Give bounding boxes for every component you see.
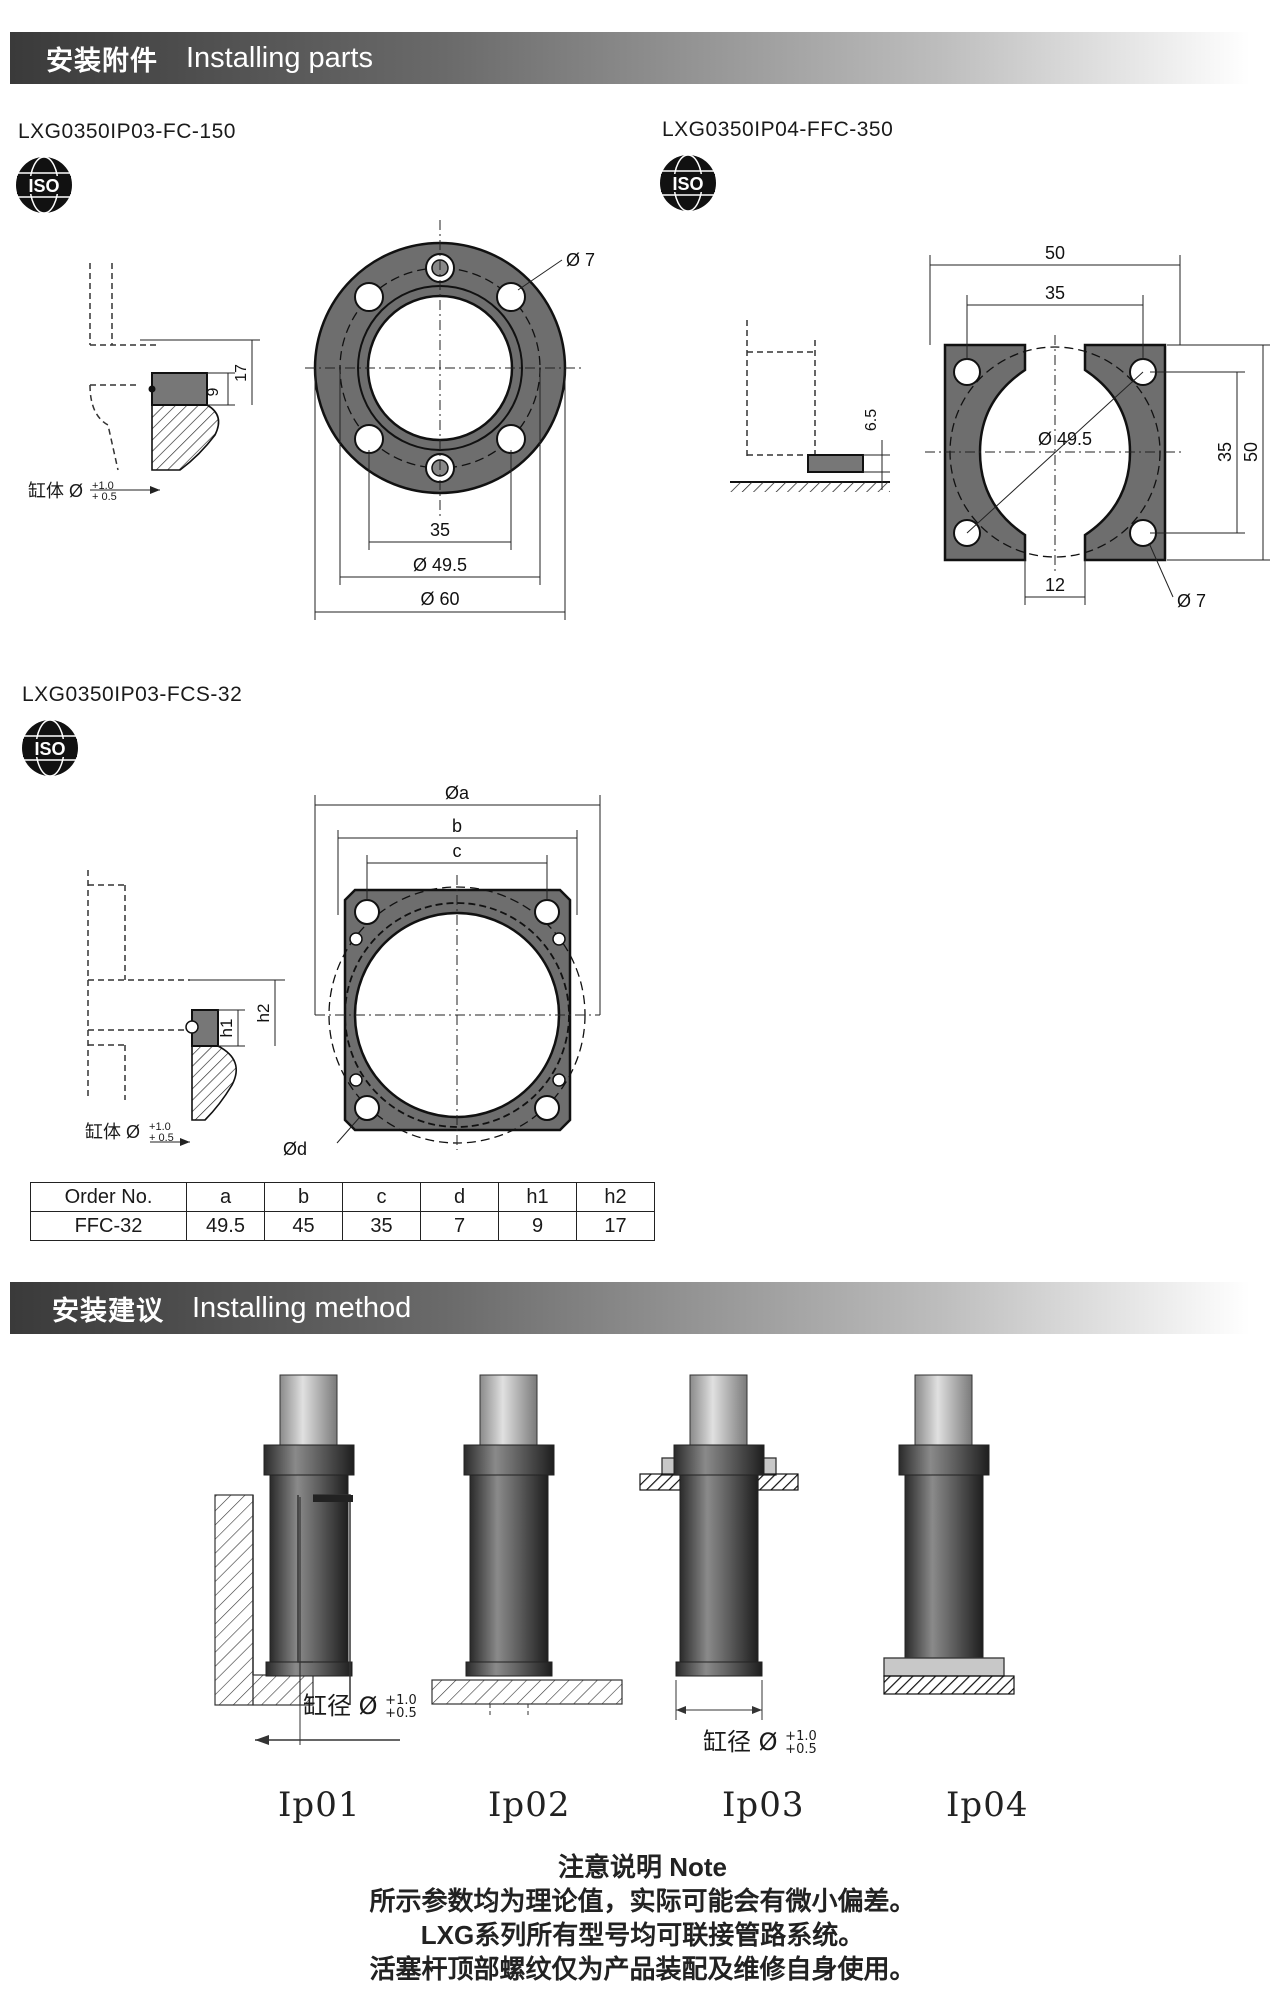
notes-title: 注意说明 Note [557,1852,727,1882]
bore-label-text: 缸体 Ø [28,481,84,501]
table-cell: 49.5 [186,1211,265,1241]
bore-label-text: 缸体 Ø [85,1122,141,1142]
part2-dim-h: 6.5 [863,409,880,431]
method-label-ip04: Ip04 [946,1785,1029,1825]
part1-dim-inner: 35 [430,520,450,540]
bore-label-text: 缸径 Ø [703,1728,778,1756]
part3-dim-d: Ød [283,1139,307,1159]
method-ip01-illustration [214,1374,355,1706]
notes-line: LXG系列所有型号均可联接管路系统。 [420,1920,865,1950]
part3-dim-h2: h2 [254,1004,273,1023]
method-ip03-illustration [639,1374,799,1720]
part3-dim-b: b [452,816,462,836]
iso-icon: ISO [660,154,716,212]
part2-dim-w-inner: 35 [1045,283,1065,303]
table-cell: 35 [342,1211,421,1241]
notes-block: 注意说明 Note 所示参数均为理论值，实际可能会有微小偏差。 LXG系列所有型… [0,1850,1285,1986]
part1-dim-pcd: Ø 49.5 [413,555,467,575]
part2-dim-w-outer: 50 [1045,243,1065,263]
part1-dim-h1: 9 [205,387,222,396]
tol-lower: +0.5 [385,1706,417,1721]
bore-label-text: 缸径 Ø [303,1692,378,1720]
part1-dim-h2: 17 [233,364,250,382]
part1-section-view: 9 17 [89,263,260,494]
table-cell: 17 [576,1211,655,1241]
part2-dim-hole: Ø 7 [1177,591,1206,611]
part3-front-view: Øa b c Ød [283,783,601,1159]
part3-bore-label: 缸体 Ø +1.0 + 0.5 [85,1118,174,1144]
table-header-row: Order No. a b c d h1 h2 [30,1182,655,1212]
method-label-ip01: Ip01 [278,1785,361,1825]
part2-front-view: Ø 49.5 50 35 35 50 12 Ø 7 [925,243,1270,611]
table-cell: 45 [264,1211,343,1241]
notes-line: 所示参数均为理论值，实际可能会有微小偏差。 [369,1886,916,1916]
part2-section-view: 6.5 [730,320,890,492]
part1-front-view: Ø 7 35 Ø 49.5 Ø 60 [305,220,595,620]
table-cell: 9 [498,1211,577,1241]
part3-section-view: h1 h2 [87,870,285,1146]
part2-dim-v-outer: 50 [1241,442,1261,462]
tol-lower: + 0.5 [149,1132,174,1145]
ip01-bore-label: 缸径 Ø +1.0 +0.5 [303,1686,417,1721]
section-title-en: Installing method [192,1291,412,1324]
method-ip02-illustration [431,1374,623,1718]
part3-dim-c: c [453,841,462,861]
iso-label: ISO [34,739,65,759]
tol-upper: +1.0 [149,1121,171,1134]
part3-dim-a: Øa [445,783,470,803]
tol-upper: +1.0 [92,480,114,493]
method-ip04-illustration [883,1374,1015,1695]
part2-code: LXG0350IP04-FFC-350 [662,118,894,141]
ip01-bore-dimension [255,1700,400,1745]
part1-code: LXG0350IP03-FC-150 [18,120,236,143]
part3-code: LXG0350IP03-FCS-32 [22,683,243,706]
section-title-zh: 安装附件 [46,45,158,76]
section-title-en: Installing parts [186,41,373,74]
install-methods-illustration [214,1374,1015,1720]
method-label-ip03: Ip03 [722,1785,805,1825]
iso-label: ISO [672,174,703,194]
tol-lower: + 0.5 [92,491,117,504]
table-header-cell: h1 [498,1182,577,1212]
part2-dim-v-inner: 35 [1215,442,1235,462]
table-header-cell: d [420,1182,499,1212]
section-title-zh: 安装建议 [52,1295,164,1326]
tol-upper: +1.0 [385,1693,417,1708]
spec-table: Order No. a b c d h1 h2 FFC-32 49.5 45 3… [30,1182,655,1241]
part2-dim-pcd: Ø 49.5 [1038,429,1092,449]
table-row: FFC-32 49.5 45 35 7 9 17 [30,1211,655,1241]
table-cell: FFC-32 [30,1211,187,1241]
table-header-cell: h2 [576,1182,655,1212]
table-header-cell: a [186,1182,265,1212]
tol-upper: +1.0 [785,1729,817,1744]
part1-dim-hole: Ø 7 [566,250,595,270]
ip03-bore-label: 缸径 Ø +1.0 +0.5 [703,1722,817,1757]
iso-icon: ISO [16,156,72,214]
part3-dim-h1: h1 [217,1019,236,1038]
section-banner-installing-method: 安装建议 Installing method [10,1282,1250,1334]
notes-line: 活塞杆顶部螺纹仅为产品装配及维修自身使用。 [369,1954,916,1984]
table-header-cell: Order No. [30,1182,187,1212]
table-cell: 7 [420,1211,499,1241]
section-banner-installing-parts: 安装附件 Installing parts [10,32,1250,84]
iso-icon: ISO [22,719,78,777]
tol-lower: +0.5 [785,1742,817,1757]
iso-label: ISO [28,176,59,196]
part1-dim-outer: Ø 60 [420,589,459,609]
part1-bore-label: 缸体 Ø +1.0 + 0.5 [28,477,117,503]
part2-dim-gap: 12 [1045,575,1065,595]
method-label-ip02: Ip02 [488,1785,571,1825]
table-header-cell: b [264,1182,343,1212]
table-header-cell: c [342,1182,421,1212]
